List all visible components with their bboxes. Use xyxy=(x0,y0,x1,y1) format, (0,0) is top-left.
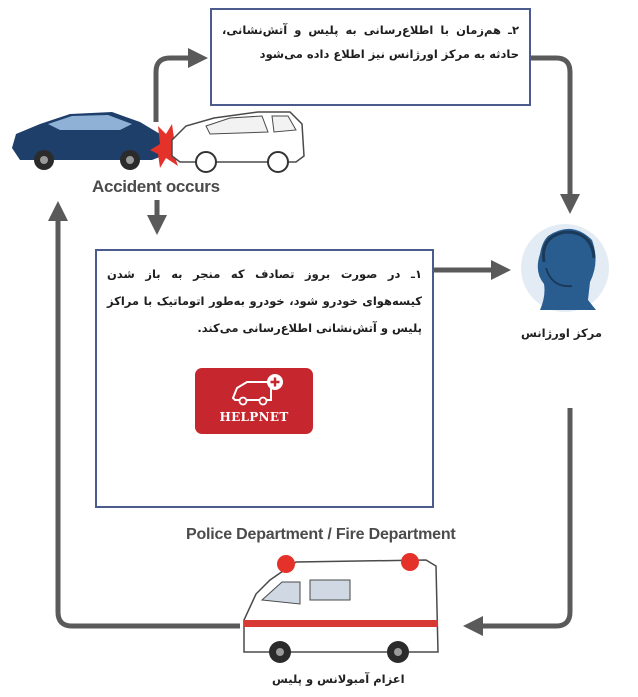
car-crash-icon xyxy=(12,111,305,173)
arrow-step2-to-center xyxy=(531,55,580,214)
departments-label: Police Department / Fire Department xyxy=(186,526,456,543)
emergency-center-label: مرکز اورژانس xyxy=(521,326,602,340)
step2-box: ۲ـ هم‌زمان با اطلاع‌رسانی به پلیس و آتش‌… xyxy=(210,8,531,106)
helpnet-ambulance-icon xyxy=(231,374,283,406)
arrow-accident-to-step2 xyxy=(153,48,208,122)
accident-label: Accident occurs xyxy=(92,177,220,196)
helpnet-badge: HELPNET xyxy=(195,368,313,434)
step1-text: ۱ـ در صورت بروز تصادف که منجر به باز شدن… xyxy=(107,267,422,335)
ambulance-icon xyxy=(243,553,439,663)
operator-headset-icon xyxy=(521,224,609,312)
step2-text: ۲ـ هم‌زمان با اطلاع‌رسانی به پلیس و آتش‌… xyxy=(222,23,519,61)
helpnet-label: HELPNET xyxy=(219,410,289,424)
ambulance-police-label: اعزام آمبولانس و پلیس xyxy=(272,672,405,686)
arrow-ambulance-to-accident xyxy=(48,201,240,629)
step1-box: ۱ـ در صورت بروز تصادف که منجر به باز شدن… xyxy=(95,249,434,508)
arrow-center-to-ambulance xyxy=(463,408,573,636)
